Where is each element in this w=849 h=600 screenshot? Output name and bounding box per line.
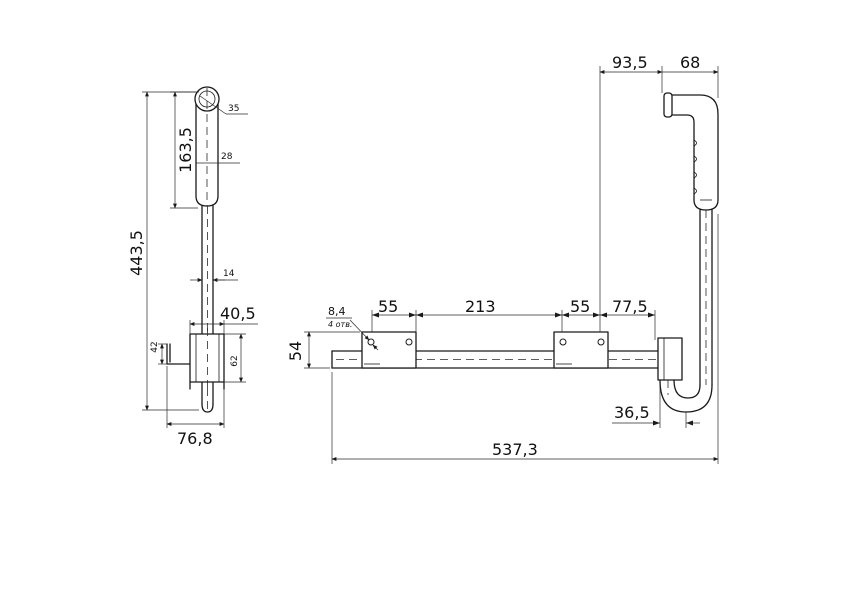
label-between-brackets: 213	[465, 297, 496, 316]
label-bracket-right: 55	[570, 297, 590, 316]
front-view: 93,5 68 8,4 4 отв. 54	[286, 53, 719, 464]
dim-overall-height: 443,5	[127, 91, 199, 411]
dim-rod-dia: 14	[190, 269, 238, 282]
label-grip-width: 68	[680, 53, 700, 72]
label-bracket-small: 42	[150, 341, 160, 352]
side-grip	[194, 86, 220, 207]
label-bracket-left: 55	[378, 297, 398, 316]
label-bend-offset: 36,5	[614, 403, 650, 422]
label-depth: 76,8	[177, 429, 213, 448]
label-hole-dia: 8,4	[328, 305, 346, 318]
label-offset-top: 93,5	[612, 53, 648, 72]
dim-grip-end-dia: 35	[199, 95, 248, 115]
hole	[367, 338, 375, 346]
dim-top-offsets: 93,5 68	[599, 53, 719, 332]
dim-bracket-small: 42	[150, 341, 167, 365]
side-view: 443,5 163,5 35 28 14	[127, 86, 258, 448]
dim-grip-dia: 28	[196, 152, 240, 164]
dim-bracket-chain: 55 213 55 77,5	[371, 297, 656, 340]
front-bracket-right	[553, 331, 609, 369]
label-grip-length: 163,5	[176, 127, 195, 173]
dim-grip-length: 163,5	[170, 91, 198, 209]
dim-hole-callout: 8,4 4 отв.	[326, 305, 379, 351]
dim-depth: 76,8	[166, 366, 225, 448]
label-bar-height: 54	[286, 341, 305, 361]
label-right-gap: 77,5	[612, 297, 648, 316]
dim-bracket-width: 40,5	[189, 304, 258, 334]
side-bracket	[166, 328, 225, 390]
label-rod-dia: 14	[223, 269, 235, 279]
label-bracket-tall: 62	[230, 355, 240, 366]
hole	[405, 338, 413, 346]
dim-overall-length: 537,3	[331, 214, 719, 464]
label-grip-dia: 28	[221, 152, 233, 162]
label-grip-end-dia: 35	[228, 104, 239, 114]
label-overall-height: 443,5	[127, 230, 146, 276]
front-vertical-tube	[699, 207, 713, 386]
label-bracket-width: 40,5	[220, 304, 256, 323]
label-overall-length: 537,3	[492, 440, 538, 459]
dim-bend-offset: 36,5	[612, 385, 700, 428]
dim-bracket-tall: 62	[224, 333, 246, 383]
front-grip	[663, 92, 719, 211]
front-bracket-left	[361, 331, 417, 369]
hole	[559, 338, 567, 346]
label-hole-count: 4 отв.	[328, 320, 352, 329]
hole	[597, 338, 605, 346]
front-bend	[657, 337, 713, 413]
dim-bar-height: 54	[286, 331, 360, 369]
